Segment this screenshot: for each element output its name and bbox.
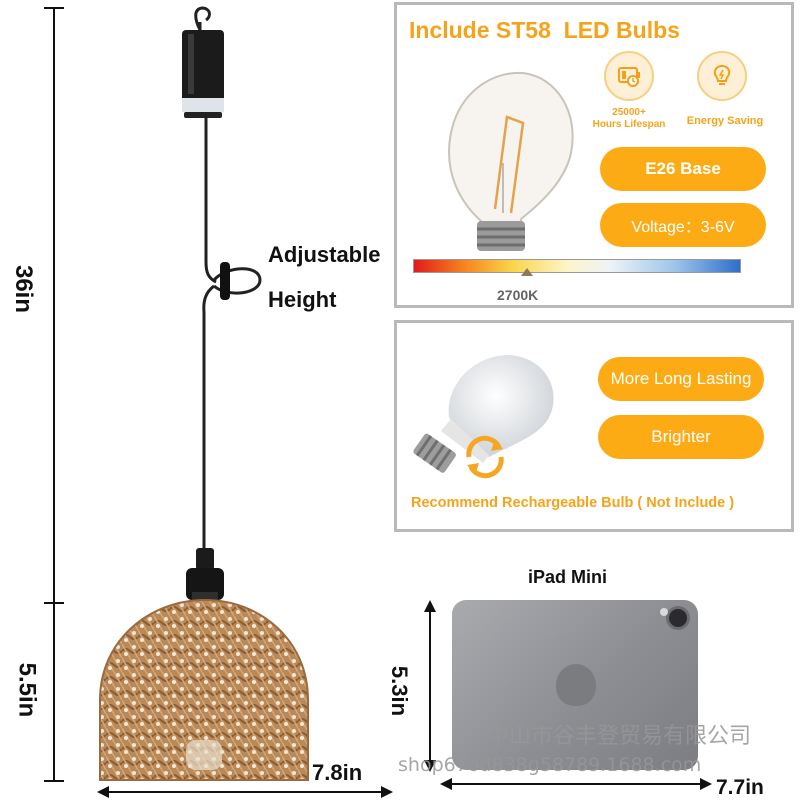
- shade-height-label: 5.5in: [13, 662, 41, 718]
- total-height-label: 36in: [10, 264, 38, 314]
- rattan-shade: [99, 598, 309, 781]
- adjustable-label: Adjustable: [268, 242, 381, 267]
- height-label: Height: [268, 287, 337, 312]
- battery-clock-icon: [604, 51, 654, 101]
- shade-width-label: 7.8in: [312, 760, 363, 785]
- ipad-height-arrow: [424, 600, 436, 772]
- color-temp-label: 2700K: [497, 287, 539, 303]
- rechargeable-bulb-icon: [413, 355, 554, 473]
- ipad-height-label: 5.3in: [387, 665, 413, 717]
- long-lasting-pill: More Long Lasting: [598, 357, 764, 401]
- shade-width-arrow: [97, 786, 393, 798]
- flash-icon: [660, 608, 668, 616]
- recharge-cycle-icon: [466, 435, 504, 479]
- watermark-shop: shop67od838g58789.1688.com: [398, 754, 702, 776]
- watermark-company: 中山市谷丰登贸易有限公司: [487, 724, 752, 749]
- ipad-mini-device: [452, 600, 698, 770]
- ipad-width-label: 7.7in: [716, 776, 764, 799]
- st58-bulb-icon: [448, 71, 574, 251]
- lifespan-label: 25000+ Hours Lifespan: [589, 107, 669, 131]
- energy-saving-label: Energy Saving: [686, 115, 764, 127]
- temp-marker-icon: [521, 268, 533, 276]
- bulb-panel-title: Include ST58 LED Bulbs: [409, 17, 680, 43]
- e26-base-pill: E26 Base: [600, 147, 766, 191]
- dim-line-total: [53, 7, 55, 603]
- color-temperature-bar: [413, 259, 741, 273]
- lightbulb-icon: [697, 51, 747, 101]
- lifespan-line1: 25000+: [612, 107, 646, 118]
- power-cord: [204, 118, 217, 284]
- recommend-caption: Recommend Rechargeable Bulb ( Not Includ…: [411, 495, 735, 511]
- apple-logo-icon: [556, 664, 596, 706]
- lifespan-line2: Hours Lifespan: [592, 119, 666, 130]
- ipad-width-arrow: [440, 778, 712, 790]
- ipad-title: iPad Mini: [528, 567, 608, 587]
- voltage-pill: Voltage：3-6V: [600, 203, 766, 247]
- cord-clip: [220, 262, 230, 300]
- dim-tick-bottom: [44, 780, 64, 782]
- bulb-info-panel: Include ST58 LED Bulbs 25000+ Hours Life…: [394, 2, 794, 308]
- camera-icon: [666, 606, 690, 630]
- dim-tick-mid: [44, 602, 64, 604]
- brighter-pill: Brighter: [598, 415, 764, 459]
- pendant-lamp-illustration: [99, 6, 309, 781]
- hook-icon: [194, 6, 211, 31]
- recommend-bulb-panel: More Long Lasting Brighter Recommend Rec…: [394, 320, 794, 532]
- dim-line-shade: [53, 604, 55, 782]
